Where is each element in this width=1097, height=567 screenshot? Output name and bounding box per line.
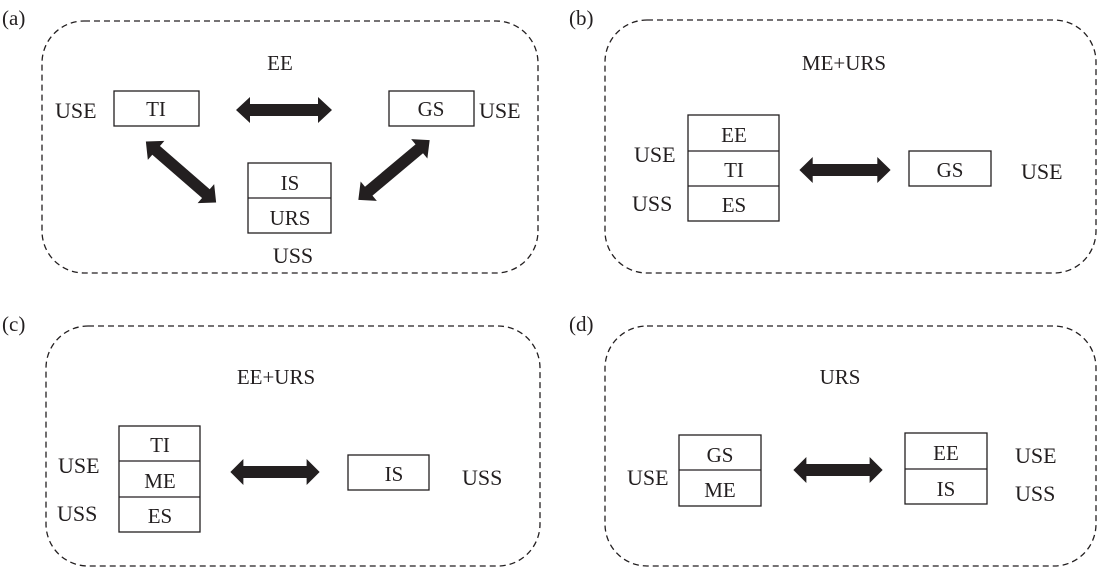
panel-b-uss-label: USS (632, 191, 672, 216)
panel-b-arrow (799, 157, 891, 183)
panel-a: (a) EE USE TI GS USE IS URS USS (2, 6, 539, 274)
panel-c-arrow (230, 459, 320, 485)
panel-d-gs-cell: GS (707, 443, 734, 467)
panel-b-stack (687, 114, 780, 222)
panel-d-me-cell: ME (704, 478, 736, 502)
panel-a-uss-label: USS (273, 243, 313, 268)
panel-a-ti-cell: TI (146, 97, 166, 121)
panel-b-frame (604, 19, 1097, 274)
panel-c-label: (c) (2, 312, 25, 336)
panel-b-use-label: USE (634, 142, 676, 167)
panel-a-arrow-diagonal-right (350, 130, 438, 210)
panel-c-stack (118, 425, 201, 533)
panel-c-is-cell: IS (385, 462, 404, 486)
panel-d-right-uss-label: USS (1015, 481, 1055, 506)
panel-b-label: (b) (569, 6, 594, 30)
panel-c-title: EE+URS (237, 365, 315, 389)
panel-a-label: (a) (2, 6, 25, 30)
panel-c-uss-label: USS (57, 501, 97, 526)
panel-b-ti-cell: TI (724, 158, 744, 182)
panel-a-is-cell: IS (281, 171, 300, 195)
panel-c-use-label: USE (58, 453, 100, 478)
panel-a-gs-box (388, 90, 475, 127)
panel-d-use-label: USE (627, 465, 669, 490)
panel-a-arrow-diagonal-left (137, 131, 225, 213)
panel-b-es-cell: ES (722, 193, 747, 217)
panel-c-ti-cell: TI (150, 433, 170, 457)
panel-b-gs-box (908, 150, 992, 187)
panel-a-title: EE (267, 51, 293, 75)
panel-a-arrow-horizontal (236, 97, 332, 123)
panel-d-label: (d) (569, 312, 594, 336)
panel-d-frame (604, 325, 1097, 567)
panel-d-ee-cell: EE (933, 441, 959, 465)
panel-a-ti-side-label: USE (55, 98, 97, 123)
panel-b-gs-cell: GS (937, 158, 964, 182)
panel-b: (b) ME+URS USE USS EE TI ES GS USE (569, 6, 1097, 274)
panel-c: (c) EE+URS USE USS TI ME ES IS USS (2, 312, 541, 567)
panel-c-frame (45, 325, 541, 567)
panel-a-frame (41, 20, 539, 274)
panel-b-ee-cell: EE (721, 123, 747, 147)
panel-c-me-cell: ME (144, 469, 176, 493)
panel-c-is-box (347, 454, 430, 491)
panel-d-arrow (793, 457, 883, 483)
panel-d: (d) URS USE GS ME EE IS USE USS (569, 312, 1097, 567)
panel-d-title: URS (820, 365, 861, 389)
panel-a-ti-box (113, 90, 200, 127)
panel-d-is-cell: IS (937, 477, 956, 501)
panel-a-gs-cell: GS (418, 97, 445, 121)
panel-a-urs-cell: URS (270, 206, 311, 230)
panel-b-gs-side-label: USE (1021, 159, 1063, 184)
panel-c-is-side-label: USS (462, 465, 502, 490)
panel-b-title: ME+URS (802, 51, 886, 75)
panel-a-gs-side-label: USE (479, 98, 521, 123)
panel-d-right-use-label: USE (1015, 443, 1057, 468)
panel-c-es-cell: ES (148, 504, 173, 528)
